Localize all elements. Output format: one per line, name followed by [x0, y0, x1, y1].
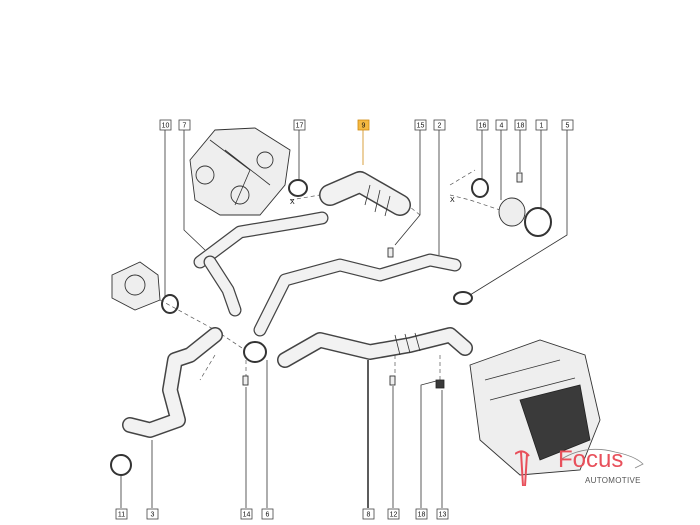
hose-3	[122, 327, 223, 438]
cross-mark: X	[450, 197, 455, 204]
svg-text:16: 16	[479, 123, 487, 130]
logo-brand-text: Focus	[558, 446, 624, 473]
hose-9	[319, 171, 411, 217]
part-label-13[interactable]: 13	[436, 508, 449, 520]
hose-7	[193, 211, 329, 317]
svg-text:3: 3	[151, 512, 155, 519]
part-label-14[interactable]: 14	[240, 508, 253, 520]
svg-text:1: 1	[540, 123, 544, 130]
focus-automotive-logo: Focus AUTOMOTIVE	[515, 446, 655, 492]
svg-text:18: 18	[517, 123, 525, 130]
svg-text:6: 6	[266, 512, 270, 519]
part-label-12[interactable]: 12	[387, 508, 400, 520]
leader-lines	[120, 130, 568, 508]
part-label-17[interactable]: 17	[293, 119, 306, 131]
part-label-9-highlighted[interactable]: 9	[357, 119, 370, 131]
throttle-body	[111, 261, 179, 314]
part-label-7[interactable]: 7	[178, 119, 191, 131]
svg-text:4: 4	[500, 123, 504, 130]
part-label-18[interactable]: 18	[514, 119, 527, 131]
svg-text:13: 13	[439, 512, 447, 519]
part-label-5[interactable]: 5	[561, 119, 574, 131]
cross-mark: X	[290, 199, 295, 206]
part-label-6[interactable]: 6	[261, 508, 274, 520]
svg-text:9: 9	[362, 123, 366, 130]
part-label-4[interactable]: 4	[495, 119, 508, 131]
svg-text:17: 17	[296, 123, 304, 130]
svg-text:18: 18	[418, 512, 426, 519]
part-label-16[interactable]: 16	[476, 119, 489, 131]
svg-text:14: 14	[243, 512, 251, 519]
part-label-10[interactable]: 10	[159, 119, 172, 131]
intercooler	[469, 339, 601, 476]
part-label-8[interactable]: 8	[362, 508, 375, 520]
svg-text:10: 10	[162, 123, 170, 130]
svg-text:12: 12	[390, 512, 398, 519]
hose-2	[253, 253, 462, 337]
part-label-3[interactable]: 3	[146, 508, 159, 520]
part-label-11[interactable]: 11	[115, 508, 128, 520]
part-label-1[interactable]: 1	[535, 119, 548, 131]
logo-mark-icon	[515, 448, 644, 487]
svg-text:2: 2	[438, 123, 442, 130]
svg-text:11: 11	[118, 512, 125, 519]
svg-text:15: 15	[417, 123, 425, 130]
turbocharger	[189, 127, 291, 216]
svg-text:5: 5	[566, 123, 570, 130]
hose-8	[277, 327, 473, 368]
svg-text:7: 7	[183, 123, 187, 130]
part-label-18-bottom[interactable]: 18	[415, 508, 428, 520]
part-label-15[interactable]: 15	[414, 119, 427, 131]
svg-text:8: 8	[367, 512, 371, 519]
seals-and-clamps	[110, 172, 552, 476]
part-label-2[interactable]: 2	[433, 119, 446, 131]
logo-subtitle-text: AUTOMOTIVE	[585, 476, 641, 485]
